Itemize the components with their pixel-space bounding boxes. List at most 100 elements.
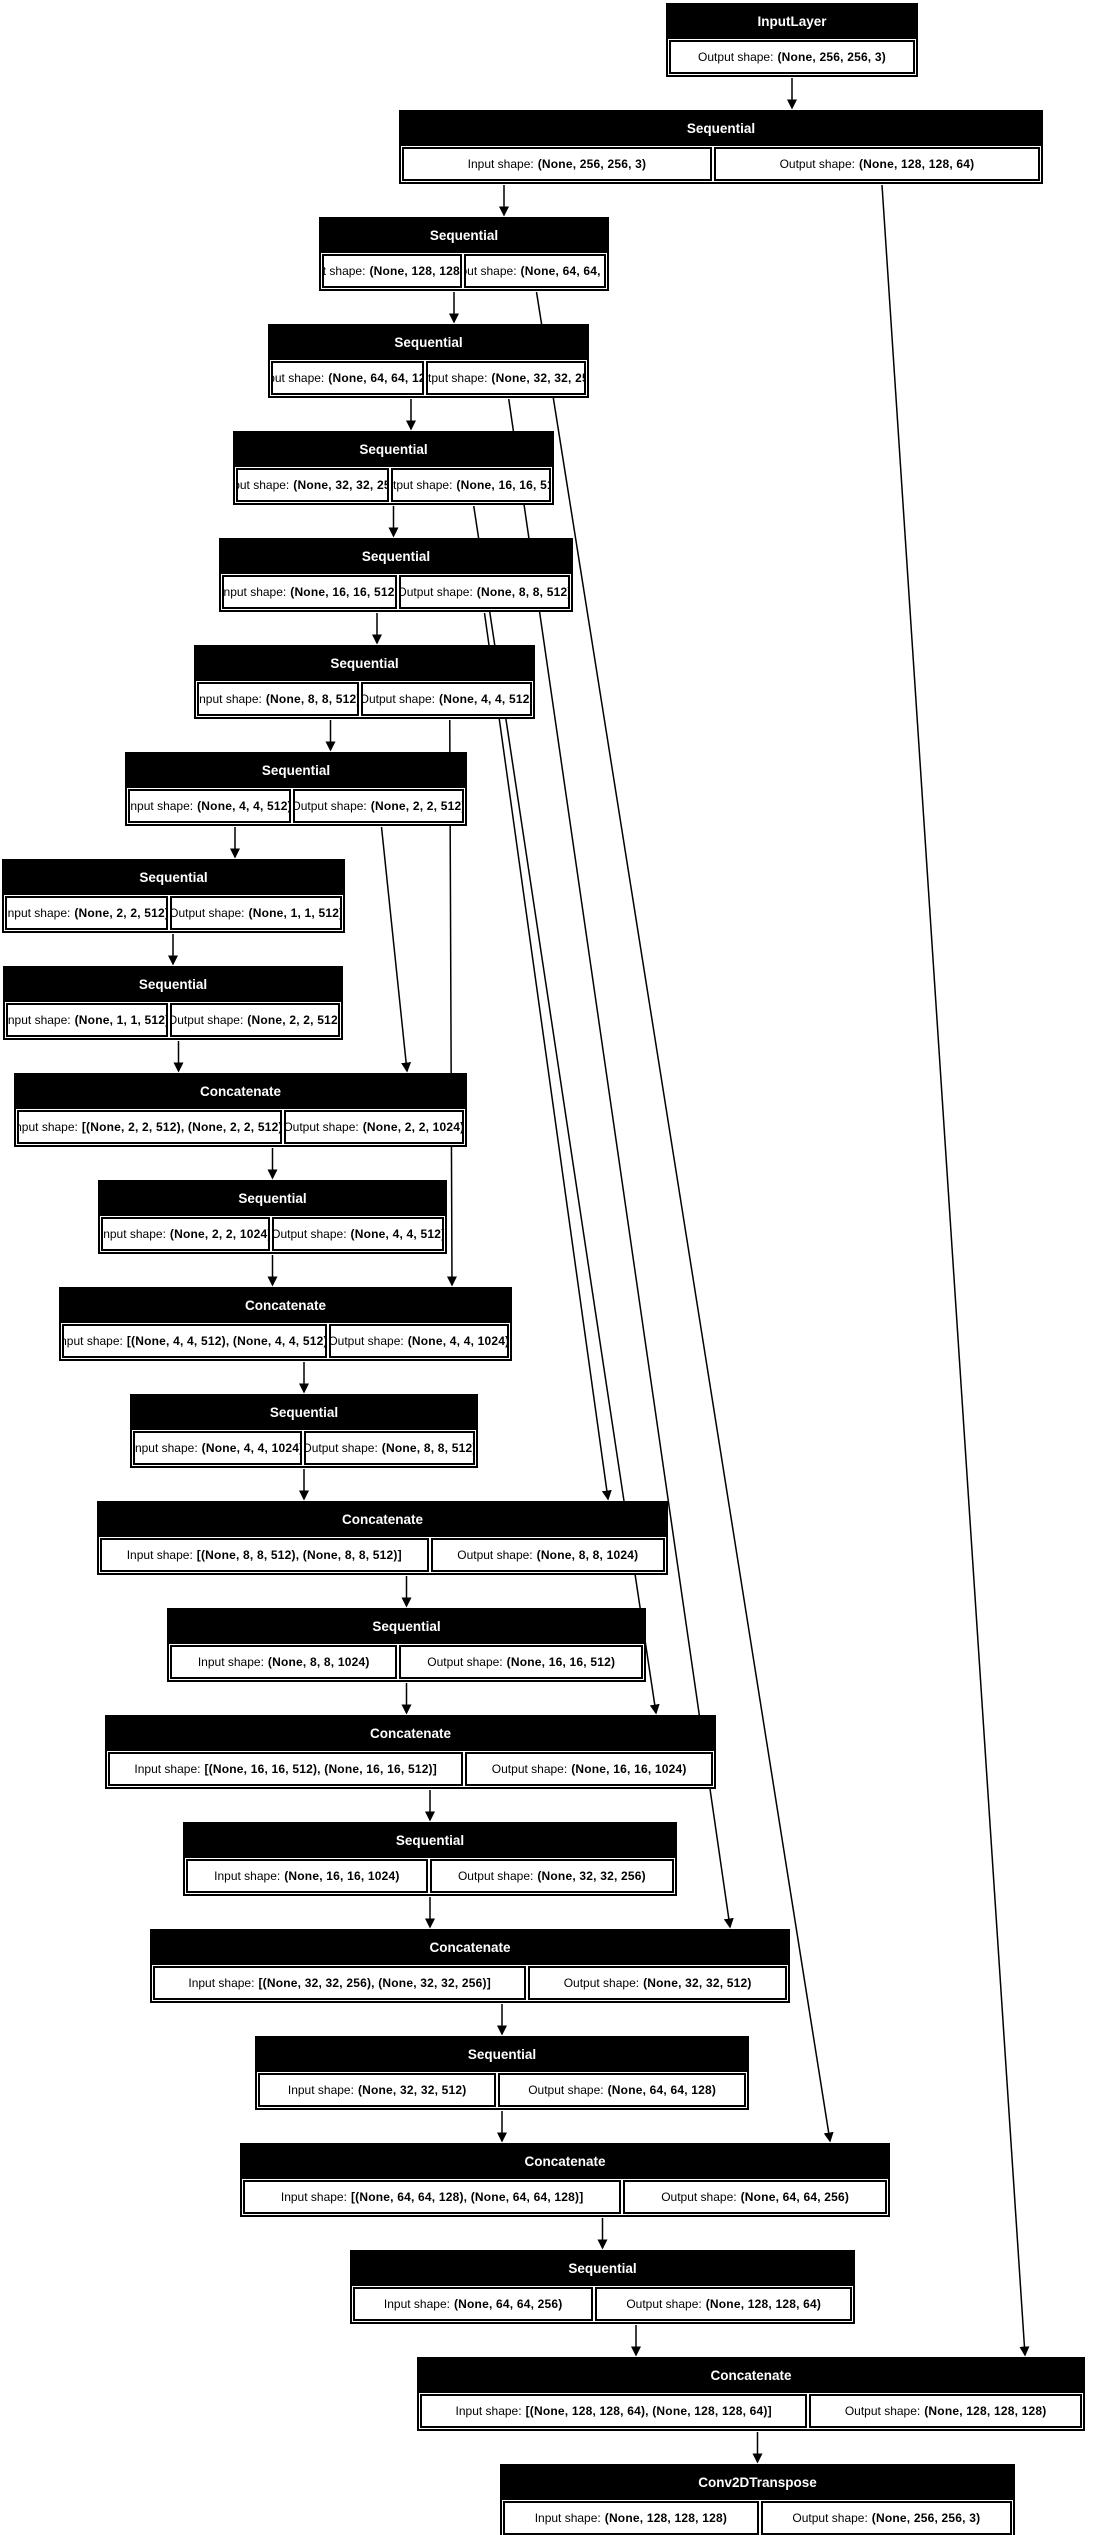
input-shape-value: [(None, 64, 64, 128), (None, 64, 64, 128… <box>350 2190 584 2204</box>
output-shape-value: (None, 1, 1, 512) <box>248 906 342 920</box>
output-shape-value: (None, 8, 8, 512) <box>476 585 570 599</box>
input-shape-cell: Input shape:(None, 128, 128, 128) <box>502 2500 760 2535</box>
output-shape-prefix: Output shape: <box>792 2511 868 2525</box>
output-shape-prefix: Output shape: <box>563 1976 640 1990</box>
layer-type-label: Sequential <box>395 1833 465 1848</box>
output-shape-prefix: Output shape: <box>283 1120 359 1134</box>
output-shape-prefix: Output shape: <box>457 1548 533 1562</box>
input-shape-prefix: Input shape: <box>126 1548 193 1562</box>
output-shape-value: (None, 256, 256, 3) <box>871 2511 981 2525</box>
input-shape-cell: Input shape:[(None, 8, 8, 512), (None, 8… <box>99 1537 430 1573</box>
output-shape-prefix: Output shape: <box>427 1655 503 1669</box>
input-shape-value: (None, 2, 2, 512) <box>74 906 169 920</box>
input-shape-prefix: Input shape: <box>214 1869 281 1883</box>
output-shape-prefix: Output shape: <box>626 2297 702 2311</box>
input-shape-cell: Input shape:[(None, 2, 2, 512), (None, 2… <box>16 1109 283 1145</box>
output-shape-prefix: Output shape: <box>272 1227 347 1241</box>
input-shape-cell: Input shape:(None, 64, 64, 128) <box>270 360 425 396</box>
input-shape-cell: Input shape:(None, 128, 128, 64) <box>320 253 464 289</box>
input-shape-prefix: Input shape: <box>534 2511 601 2525</box>
input-shape-prefix: Input shape: <box>6 1013 71 1027</box>
input-shape-cell: Input shape:(None, 16, 16, 1024) <box>185 1858 429 1894</box>
input-shape-cell: Input shape:(None, 4, 4, 512) <box>127 788 292 824</box>
layer-type-label: Sequential <box>372 1619 441 1634</box>
input-shape-prefix: Input shape: <box>128 799 194 813</box>
output-shape-prefix: Output shape: <box>361 692 436 706</box>
output-shape-value: (None, 2, 2, 512) <box>247 1013 340 1027</box>
output-shape-cell: Output shape:(None, 32, 32, 512) <box>527 1965 788 2001</box>
layer-type-label: Sequential <box>139 870 208 885</box>
input-shape-value: (None, 8, 8, 512) <box>265 692 360 706</box>
shape-row: Input shape:(None, 8, 8, 1024) Output sha… <box>168 1644 645 1680</box>
input-shape-cell: Input shape:(None, 32, 32, 256) <box>235 467 390 503</box>
input-shape-value: (None, 16, 16, 1024) <box>284 1869 400 1883</box>
input-shape-value: (None, 2, 2, 1024) <box>169 1227 271 1241</box>
output-shape-value: (None, 256, 256, 3) <box>777 50 886 64</box>
output-shape-value: (None, 8, 8, 512) <box>381 1441 475 1455</box>
shape-row: Input shape:(None, 128, 128, 128) Output … <box>502 2500 1014 2535</box>
layer-type-label: Sequential <box>330 656 399 671</box>
output-shape-prefix: Output shape: <box>428 371 488 385</box>
shape-row: Input shape:(None, 16, 16, 1024) Output s… <box>185 1858 676 1894</box>
layer-type-label: Sequential <box>568 2261 637 2276</box>
input-shape-prefix: Input shape: <box>238 478 290 492</box>
layer-type-label: Sequential <box>261 763 331 778</box>
layer-type-label: Sequential <box>361 549 431 564</box>
input-shape-prefix: Input shape: <box>197 1655 264 1669</box>
shape-row: Input shape:(None, 4, 4, 512)Output shap… <box>127 788 466 824</box>
output-shape-cell: Output shape:(None, 8, 8, 512) <box>302 1430 477 1466</box>
layer-type-label: Conv2DTranspose <box>698 2475 817 2490</box>
input-shape-prefix: Input shape: <box>322 264 366 278</box>
input-shape-value: (None, 8, 8, 1024) <box>267 1655 370 1669</box>
output-shape-cell: Output shape:(None, 16, 16, 512) <box>389 467 553 503</box>
output-shape-value: (None, 16, 16, 1024) <box>571 1762 687 1776</box>
output-shape-value: (None, 2, 2, 1024) <box>362 1120 464 1134</box>
output-shape-prefix: Output shape: <box>457 1869 534 1883</box>
input-shape-cell: Input shape:[(None, 4, 4, 512), (None, 4… <box>61 1323 328 1359</box>
input-shape-value: [(None, 8, 8, 512), (None, 8, 8, 512)] <box>196 1548 402 1562</box>
input-shape-cell: Input shape:(None, 256, 256, 3) <box>401 146 713 182</box>
output-shape-cell: Output shape:(None, 8, 8, 512) <box>397 574 572 610</box>
input-shape-value: (None, 4, 4, 1024) <box>201 1441 302 1455</box>
input-shape-cell: Input shape:(None, 8, 8, 1024) <box>168 1644 399 1680</box>
output-shape-value: (None, 4, 4, 512) <box>350 1227 444 1241</box>
input-shape-value: (None, 4, 4, 512) <box>197 799 291 813</box>
shape-row: Input shape:(None, 8, 8, 512)Output shap… <box>195 681 533 717</box>
layer-type-label: Concatenate <box>524 2154 606 2169</box>
input-shape-prefix: Input shape: <box>188 1976 255 1990</box>
output-shape-cell: Output shape:(None, 64, 64, 256) <box>622 2179 888 2215</box>
output-shape-value: (None, 2, 2, 512) <box>370 799 464 813</box>
shape-row: Input shape:[(None, 64, 64, 128), (None,… <box>241 2179 888 2215</box>
input-shape-value: (None, 128, 128, 128) <box>604 2511 728 2525</box>
input-shape-prefix: Input shape: <box>287 2083 354 2097</box>
shape-row: Input shape:(None, 4, 4, 1024)Output sha… <box>132 1430 477 1466</box>
input-shape-value: (None, 64, 64, 256) <box>453 2297 563 2311</box>
input-shape-value: [(None, 2, 2, 512), (None, 2, 2, 512)] <box>81 1120 282 1134</box>
shape-row: Input shape:[(None, 16, 16, 512), (None,… <box>106 1751 714 1787</box>
shape-row: Input shape:(None, 2, 2, 512)Output shap… <box>3 895 343 931</box>
output-shape-cell: Output shape:(None, 128, 128, 64) <box>594 2286 854 2322</box>
output-shape-cell: Output shape:(None, 64, 64, 128) <box>463 253 607 289</box>
input-shape-value: (None, 64, 64, 128) <box>328 371 422 385</box>
output-shape-prefix: Output shape: <box>328 1334 404 1348</box>
shape-row: Input shape:[(None, 4, 4, 512), (None, 4… <box>61 1323 511 1359</box>
output-shape-value: (None, 128, 128, 128) <box>924 2404 1047 2418</box>
shape-row: Input shape:(None, 32, 32, 256)Output sh… <box>235 467 553 503</box>
input-shape-prefix: Input shape: <box>455 2404 522 2418</box>
input-shape-value: (None, 128, 128, 64) <box>369 264 463 278</box>
input-shape-prefix: Input shape: <box>273 371 325 385</box>
input-shape-prefix: Input shape: <box>222 585 287 599</box>
shape-row: Input shape:(None, 256, 256, 3)Output sh… <box>401 146 1042 182</box>
output-shape-prefix: Output shape: <box>698 50 774 64</box>
input-shape-value: (None, 1, 1, 512) <box>74 1013 168 1027</box>
layer-type-label: Sequential <box>269 1405 339 1420</box>
